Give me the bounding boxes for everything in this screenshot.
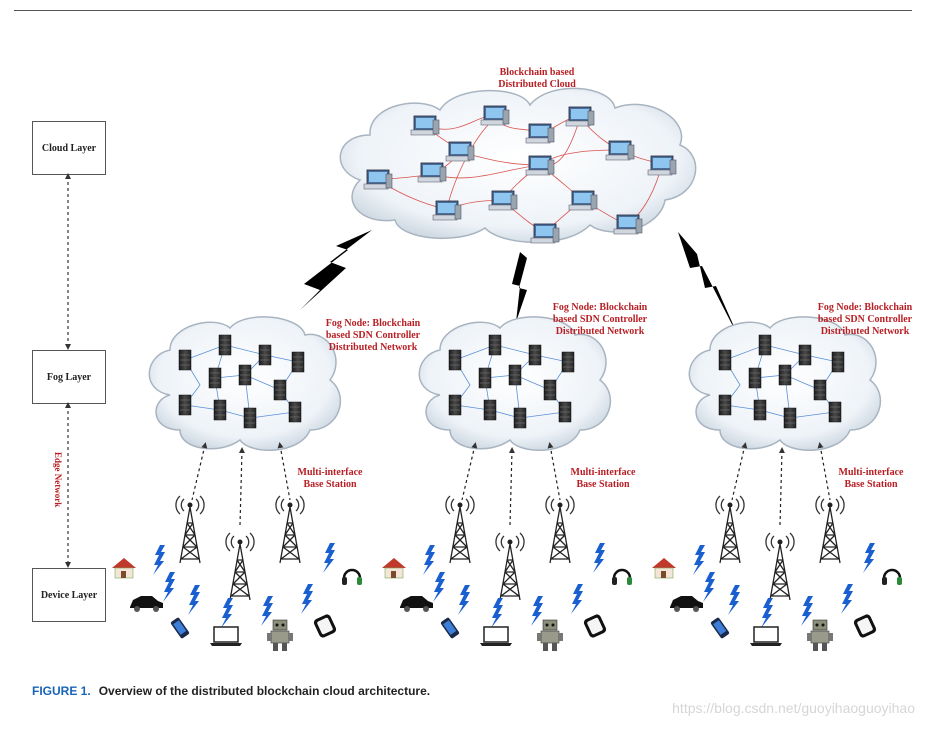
computer-icon <box>363 169 393 190</box>
cloud-title-line1: Blockchain based <box>499 67 575 78</box>
fog-node-label-line: Distributed Network <box>328 342 418 353</box>
computer-icon <box>613 214 643 235</box>
computer-icon <box>525 123 555 144</box>
device-layer-box: Device Layer <box>32 568 106 622</box>
device-layer-label: Device Layer <box>40 589 98 601</box>
house-icon <box>112 558 136 579</box>
laptop-icon <box>210 626 242 646</box>
figure-number: FIGURE 1. <box>32 684 91 698</box>
tower-icon <box>175 495 205 564</box>
cloud-title: Blockchain based Distributed Cloud <box>482 67 592 91</box>
base-station-label-1: Multi-interface Base Station <box>285 467 375 491</box>
computer-icon <box>417 162 447 183</box>
phone-icon <box>170 617 190 639</box>
wireless-icon <box>323 543 335 573</box>
base-station-label-line: Base Station <box>576 479 630 490</box>
server-icon <box>238 364 252 386</box>
computer-icon <box>530 223 560 244</box>
server-icon <box>178 394 192 416</box>
figure-caption-text: Overview of the distributed blockchain c… <box>98 684 431 698</box>
figure-caption: FIGURE 1. Overview of the distributed blo… <box>32 684 430 698</box>
wireless-icon <box>261 596 273 626</box>
fog-node-label-1: Fog Node: Blockchain based SDN Controlle… <box>318 318 428 354</box>
cloud-icon <box>339 87 697 243</box>
fog-layer-box: Fog Layer <box>32 350 106 404</box>
computer-icon <box>488 190 518 211</box>
fog-node-label-line: based SDN Controller <box>552 314 648 325</box>
computer-icon <box>605 140 635 161</box>
wireless-icon <box>163 572 175 602</box>
fog-layer-label: Fog Layer <box>46 371 92 383</box>
base-station-label-3: Multi-interface Base Station <box>826 467 916 491</box>
server-icon <box>213 399 227 421</box>
watch-icon <box>313 614 337 638</box>
fog-node-label-line: Fog Node: Blockchain <box>325 318 421 329</box>
wireless-icon <box>188 585 200 615</box>
computer-icon <box>647 155 677 176</box>
server-icon <box>273 379 287 401</box>
computer-icon <box>568 190 598 211</box>
page-top-rule <box>14 10 912 11</box>
server-icon <box>243 407 257 429</box>
computer-icon <box>432 200 462 221</box>
fog-node-label-line: Fog Node: Blockchain <box>817 302 913 313</box>
headset-icon <box>342 568 362 585</box>
cloud-blockchain-links <box>377 116 663 233</box>
computer-icon <box>480 105 510 126</box>
tower-icon <box>225 532 255 601</box>
lightning-icon <box>512 252 527 322</box>
watermark: https://blog.csdn.net/guoyihaoguoyihao <box>672 700 915 716</box>
wireless-icon <box>153 545 165 575</box>
wireless-icon <box>301 584 313 614</box>
server-icon <box>218 334 232 356</box>
robot-icon <box>267 619 293 651</box>
server-icon <box>288 401 302 423</box>
fog-node-label-line: based SDN Controller <box>817 314 913 325</box>
fog-node-label-2: Fog Node: Blockchain based SDN Controlle… <box>545 302 655 338</box>
server-icon <box>178 349 192 371</box>
server-icon <box>208 367 222 389</box>
fog-node-label-line: Distributed Network <box>555 326 645 337</box>
base-station-label-line: Base Station <box>303 479 357 490</box>
fog-node-label-line: based SDN Controller <box>325 330 421 341</box>
computer-icon <box>565 106 595 127</box>
base-station-label-line: Multi-interface <box>297 467 363 478</box>
base-station-label-line: Multi-interface <box>838 467 904 478</box>
base-station-label-2: Multi-interface Base Station <box>558 467 648 491</box>
cloud-layer-box: Cloud Layer <box>32 121 106 175</box>
computer-icon <box>525 155 555 176</box>
cloud-layer-label: Cloud Layer <box>41 142 97 154</box>
base-station-label-line: Base Station <box>844 479 898 490</box>
computer-icon <box>445 141 475 162</box>
lightning-icon <box>678 232 740 340</box>
computer-icon <box>410 115 440 136</box>
car-icon <box>130 596 163 612</box>
server-icon <box>291 351 305 373</box>
fog-node-label-3: Fog Node: Blockchain based SDN Controlle… <box>810 302 920 338</box>
lightning-icon <box>300 230 372 310</box>
server-icon <box>258 344 272 366</box>
base-station-group <box>112 442 362 651</box>
fog-node-label-line: Fog Node: Blockchain <box>552 302 648 313</box>
tower-icon <box>275 495 305 564</box>
fog-node-cloud-1 <box>148 316 341 451</box>
cloud-title-line2: Distributed Cloud <box>498 79 576 90</box>
wireless-icon <box>221 598 233 628</box>
base-station-label-line: Multi-interface <box>570 467 636 478</box>
fog-node-label-line: Distributed Network <box>820 326 910 337</box>
